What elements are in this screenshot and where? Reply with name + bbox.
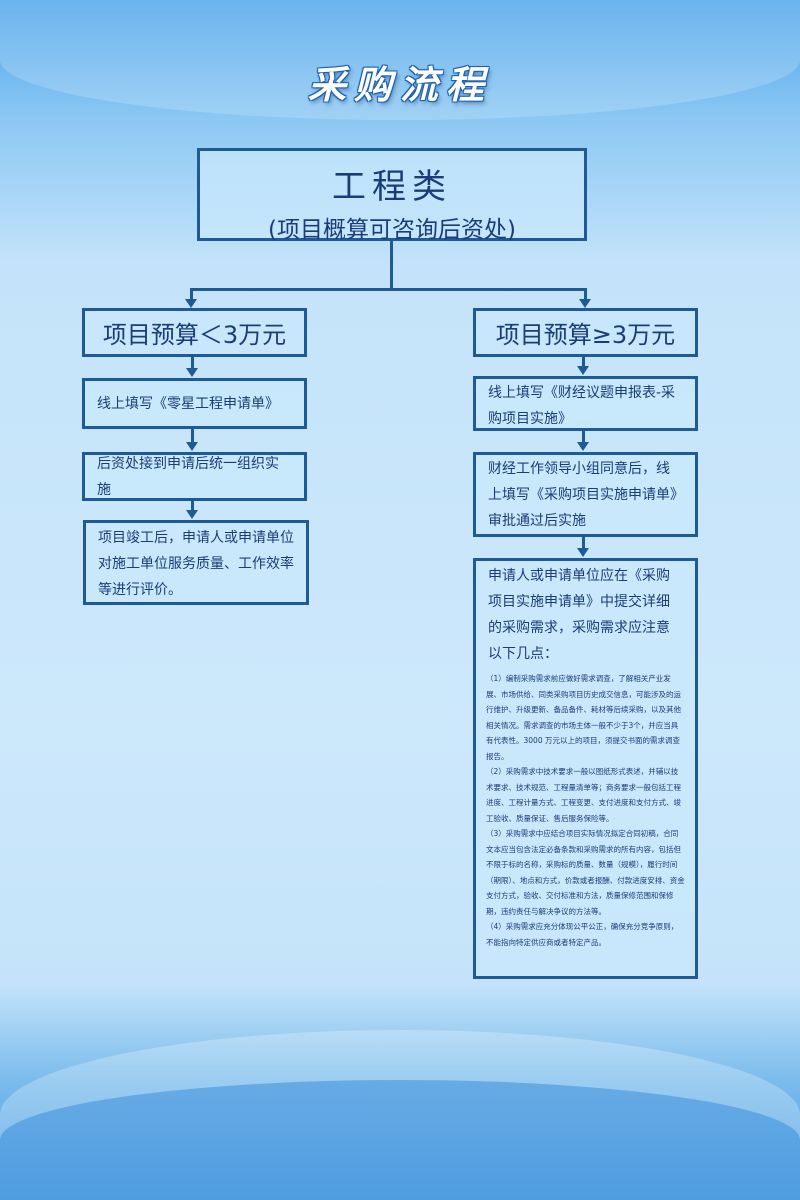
connector bbox=[582, 431, 585, 443]
left-budget-box: 项目预算＜3万元 bbox=[82, 308, 307, 357]
arrow-icon bbox=[579, 299, 591, 308]
connector bbox=[191, 357, 194, 369]
requirement-point: （2）采购需求中技术要求一般以图纸形式表述，并辅以技术要求、技术规范、工程量清单… bbox=[486, 767, 681, 823]
arrow-icon bbox=[186, 442, 198, 451]
poster-title: 采购流程 bbox=[307, 62, 492, 107]
arrow-icon bbox=[577, 548, 589, 557]
left-step-1: 线上填写《零星工程申请单》 bbox=[82, 378, 307, 429]
connector bbox=[191, 429, 194, 443]
arrow-icon bbox=[577, 442, 589, 451]
decorative-wave bbox=[0, 1080, 800, 1200]
requirement-intro: 申请人或申请单位应在《采购项目实施申请单》中提交详细的采购需求，采购需求应注意以… bbox=[488, 568, 670, 662]
right-step-3: 申请人或申请单位应在《采购项目实施申请单》中提交详细的采购需求，采购需求应注意以… bbox=[473, 558, 698, 979]
connector bbox=[584, 288, 587, 300]
left-step-2: 后资处接到申请后统一组织实施 bbox=[82, 452, 307, 501]
arrow-icon bbox=[185, 299, 197, 308]
requirement-point: （1）编制采购需求前应做好需求调查，了解相关产业发展、市场供给、同类采购项目历史… bbox=[486, 674, 681, 761]
category-subtitle: (项目概算可咨询后资处) bbox=[268, 217, 516, 243]
decorative-wave bbox=[0, 1030, 800, 1200]
requirement-point: （4）采购需求应充分体现公平公正，确保充分竞争原则，不能指向特定供应商或者特定产… bbox=[486, 922, 679, 947]
category-box: 工程类 (项目概算可咨询后资处) bbox=[197, 148, 587, 243]
right-budget-box: 项目预算≥3万元 bbox=[473, 308, 698, 357]
category-heading: 工程类 bbox=[332, 167, 452, 207]
connector bbox=[582, 357, 585, 367]
connector bbox=[582, 537, 585, 549]
connector bbox=[190, 288, 193, 300]
connector bbox=[190, 288, 587, 291]
right-step-2: 财经工作领导小组同意后，线上填写《采购项目实施申请单》审批通过后实施 bbox=[473, 452, 698, 537]
arrow-icon bbox=[186, 510, 198, 519]
left-step-3: 项目竣工后，申请人或申请单位对施工单位服务质量、工作效率等进行评价。 bbox=[83, 520, 309, 605]
connector bbox=[390, 240, 393, 291]
arrow-icon bbox=[577, 366, 589, 375]
right-step-1: 线上填写《财经议题申报表-采购项目实施》 bbox=[473, 376, 698, 431]
requirement-point: （3）采购需求中应结合项目实际情况拟定合同初稿，合同文本应当包含法定必备条款和采… bbox=[486, 829, 685, 916]
connector bbox=[191, 501, 194, 511]
arrow-icon bbox=[186, 368, 198, 377]
